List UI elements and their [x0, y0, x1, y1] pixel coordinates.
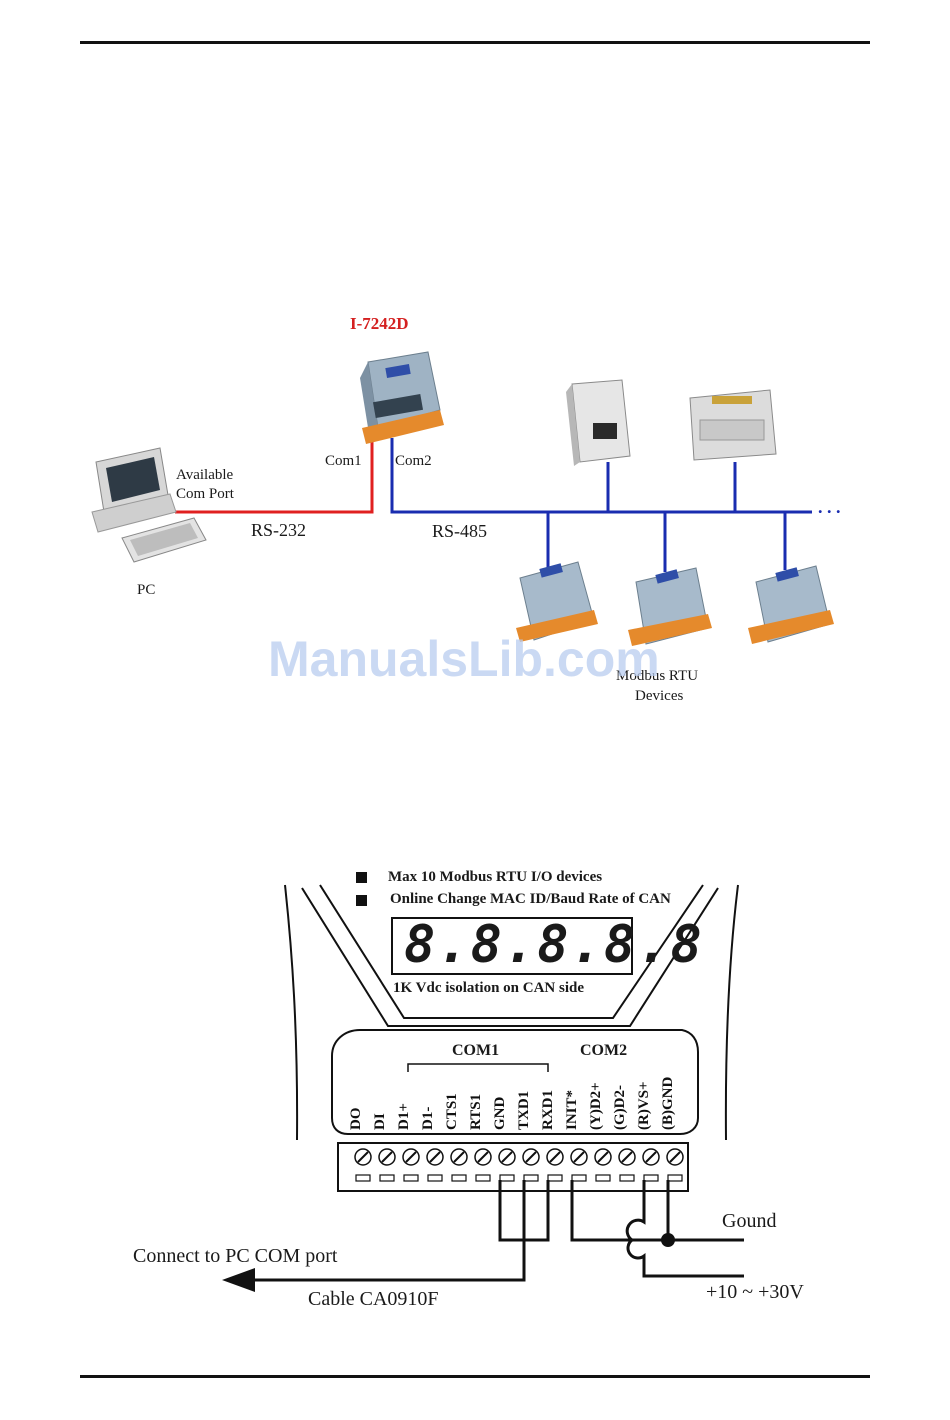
- display-digits: 8.8.8.8.8: [404, 915, 704, 975]
- rs485-trunk: [390, 438, 812, 514]
- pc-label: PC: [137, 582, 156, 598]
- rs485-label: RS-485: [432, 521, 488, 541]
- com2-label: Com2: [395, 453, 432, 469]
- terminal-label: D1+: [396, 1103, 412, 1130]
- terminal-slot: [595, 1174, 611, 1182]
- screw-slot: [597, 1151, 609, 1163]
- terminal-label: (Y)D2+: [588, 1082, 604, 1130]
- terminal-label: TXD1: [516, 1090, 532, 1130]
- screw-slot: [357, 1151, 369, 1163]
- terminal-slot: [427, 1174, 443, 1182]
- arrow-head: [222, 1268, 255, 1292]
- terminal-slot: [499, 1174, 515, 1182]
- terminal-slot: [667, 1174, 683, 1182]
- device-title: I-7242D: [350, 314, 409, 333]
- available-label: Available: [176, 467, 234, 483]
- terminal-slot: [451, 1174, 467, 1182]
- terminal-slot: [547, 1174, 563, 1182]
- wiring-lines: [255, 1180, 744, 1282]
- com1-bracket: [407, 1063, 549, 1072]
- bus-continuation: . . .: [818, 497, 841, 517]
- terminal-screws: [354, 1148, 684, 1182]
- modbus-label-2: Devices: [635, 688, 684, 704]
- terminal-slot: [475, 1174, 491, 1182]
- screw-slot: [525, 1151, 537, 1163]
- modbus-label-1: Modbus RTU: [616, 668, 699, 684]
- com1-group-label: COM1: [452, 1042, 500, 1059]
- modbus-device-icon-2: [628, 567, 712, 646]
- screw-slot: [429, 1151, 441, 1163]
- seven-segment-display: [391, 917, 633, 975]
- rs232-line: [175, 438, 374, 514]
- i7242d-module-icon: [360, 351, 444, 444]
- terminal-label: (R)VS+: [636, 1081, 652, 1130]
- screw-slot: [381, 1151, 393, 1163]
- screw-slot: [453, 1151, 465, 1163]
- modbus-device-icon-3: [748, 565, 834, 644]
- terminal-label: RXD1: [540, 1090, 556, 1130]
- screw-slot: [549, 1151, 561, 1163]
- terminal-label: (G)D2-: [612, 1085, 628, 1130]
- screw-slot: [645, 1151, 657, 1163]
- ground-label: Gound: [722, 1210, 777, 1232]
- terminal-label: RTS1: [468, 1093, 484, 1130]
- screw-slot: [405, 1151, 417, 1163]
- plc-icon: [689, 389, 777, 461]
- terminal-label: INIT*: [564, 1089, 580, 1130]
- screw-slot: [573, 1151, 585, 1163]
- terminal-label: GND: [492, 1096, 508, 1130]
- bullet-1: [356, 872, 367, 883]
- screw-slot: [501, 1151, 513, 1163]
- terminal-label: CTS1: [444, 1093, 460, 1130]
- terminal-label: (B)GND: [660, 1076, 676, 1130]
- terminal-label: DO: [348, 1107, 364, 1131]
- terminal-slot: [523, 1174, 539, 1182]
- note-2: Online Change MAC ID/Baud Rate of CAN: [390, 891, 671, 907]
- screw-slot: [477, 1151, 489, 1163]
- bullet-2: [356, 895, 367, 906]
- screw-slot: [621, 1151, 633, 1163]
- isolation-note: 1K Vdc isolation on CAN side: [393, 980, 585, 996]
- watermark: ManualsLib.com: [268, 631, 660, 687]
- terminal-slot: [571, 1174, 587, 1182]
- cable-label: Cable CA0910F: [308, 1288, 439, 1310]
- com2-group-label: COM2: [580, 1042, 628, 1059]
- top-rule: [80, 41, 870, 44]
- terminal-slot: [403, 1174, 419, 1182]
- terminal-slot: [643, 1174, 659, 1182]
- screw-slot: [669, 1151, 681, 1163]
- terminal-label: DI: [372, 1113, 388, 1130]
- com1-label: Com1: [325, 453, 362, 469]
- modbus-device-icon-1: [516, 561, 598, 642]
- terminal-slot: [355, 1174, 371, 1182]
- connect-pc-label: Connect to PC COM port: [133, 1245, 338, 1267]
- bottom-rule: [80, 1375, 870, 1378]
- module-housing: [284, 884, 739, 1192]
- rs232-label: RS-232: [251, 520, 307, 540]
- note-1: Max 10 Modbus RTU I/O devices: [388, 869, 603, 885]
- power-label: +10 ~ +30V: [706, 1281, 804, 1303]
- pc-icon: [91, 447, 207, 563]
- ground-junction: [661, 1233, 675, 1247]
- terminal-label: D1-: [420, 1106, 436, 1130]
- drive-icon: [566, 379, 631, 466]
- terminal-slot: [379, 1174, 395, 1182]
- terminal-slot: [619, 1174, 635, 1182]
- com-port-label: Com Port: [176, 486, 234, 502]
